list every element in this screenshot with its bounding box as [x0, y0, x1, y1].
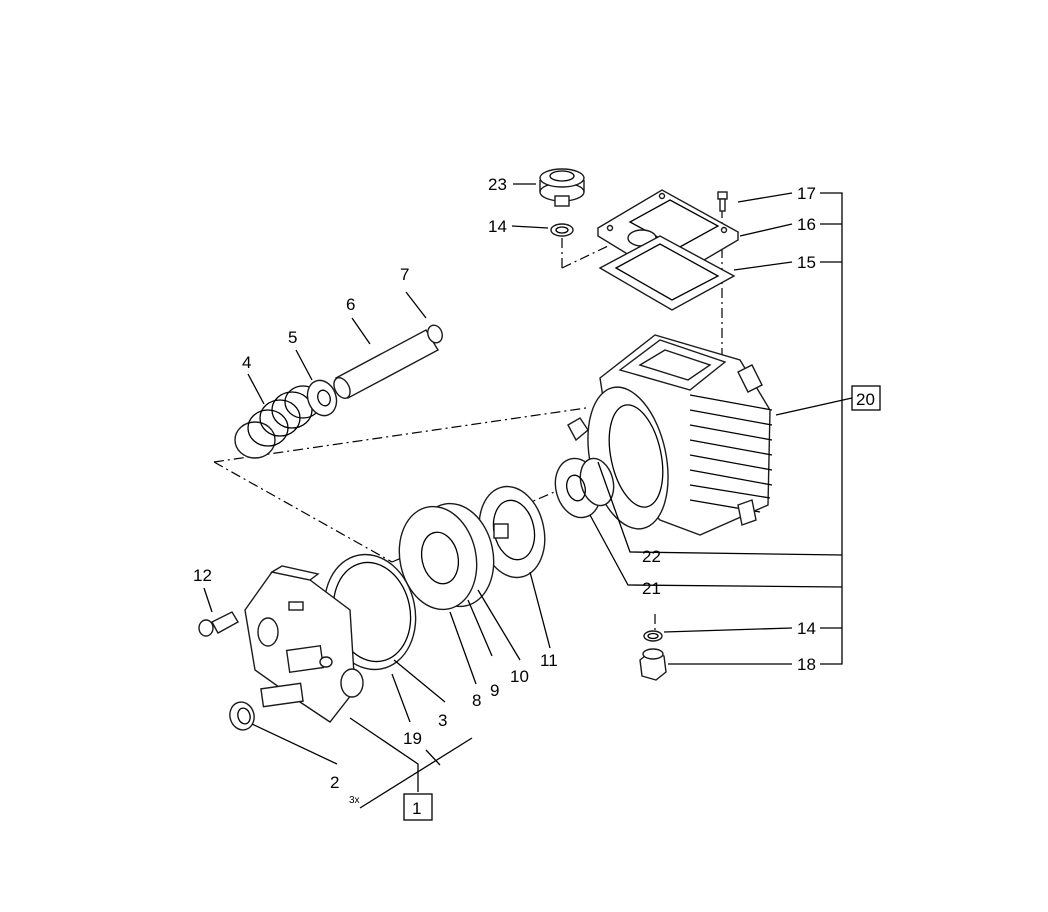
callout-box-1: [403, 793, 433, 821]
pump-head-1: [244, 553, 417, 723]
label-23: 23: [488, 175, 507, 194]
housing-fins: [689, 394, 773, 513]
screw-17: [717, 191, 728, 212]
screw-12: [198, 611, 239, 637]
label-20: 20: [856, 390, 875, 409]
label-18: 18: [797, 655, 816, 674]
label-6: 6: [346, 295, 355, 314]
circlip-7: [427, 324, 443, 344]
label-16: 16: [797, 215, 816, 234]
label-9: 9: [490, 681, 499, 700]
label-12: 12: [193, 566, 212, 585]
washer-14-bottom: [643, 630, 663, 642]
label-10: 10: [510, 667, 529, 686]
label-22: 22: [642, 547, 661, 566]
shaft-6: [333, 329, 439, 399]
label-1: 1: [412, 799, 421, 818]
washer-14-top: [550, 223, 574, 237]
label-2: 2: [330, 773, 339, 792]
bearing-21-22: [554, 457, 615, 519]
label-11: 11: [540, 651, 558, 670]
label-8: 8: [472, 691, 481, 710]
rotor-8-9-10: [398, 502, 495, 611]
breather-plug-23: [539, 168, 585, 207]
cover-plate-16: [596, 189, 740, 281]
label-14-top: 14: [488, 217, 507, 236]
disc-11: [478, 485, 546, 579]
drain-plug-18: [639, 648, 667, 681]
group-bracket-20: [820, 192, 843, 665]
spring-4: [234, 385, 322, 459]
label-14-bottom: 14: [797, 619, 816, 638]
gasket-15: [598, 235, 736, 311]
leader-lines: [203, 183, 853, 809]
label-19: 19: [403, 729, 422, 748]
washer-5: [306, 379, 338, 417]
seal-ring-2: [229, 701, 255, 731]
label-17: 17: [797, 184, 816, 203]
callout-box-20: [851, 385, 881, 411]
label-4: 4: [242, 353, 251, 372]
label-7: 7: [400, 265, 409, 284]
label-15: 15: [797, 253, 816, 272]
label-3: 3: [438, 711, 447, 730]
label-21: 21: [642, 579, 661, 598]
label-qty-3x: 3x: [349, 795, 360, 806]
part-labels: 23 14 17 16 15 20 7 6 5 4 12 22 21 14 18…: [193, 175, 875, 818]
label-5: 5: [288, 328, 297, 347]
